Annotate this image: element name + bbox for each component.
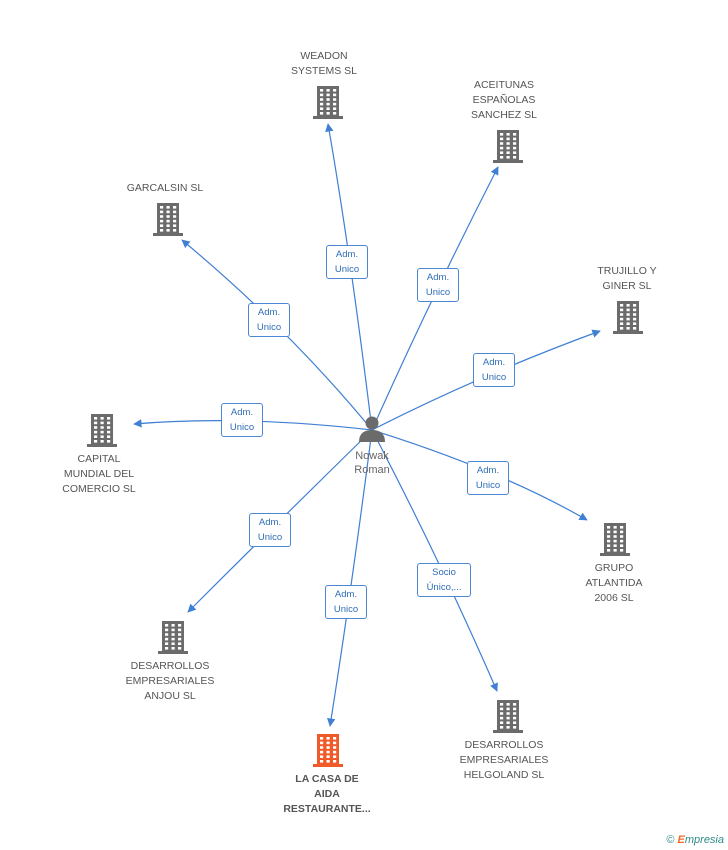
relation-label-atlantida: Adm. Unico [467, 461, 509, 495]
relation-label-weadon: Adm. Unico [326, 245, 368, 279]
relation-label-capital: Adm. Unico [221, 403, 263, 437]
brand-logo: Empresia [677, 834, 724, 846]
company-label-weadon[interactable]: WEADON SYSTEMS SL [291, 50, 357, 77]
company-label-garcalsin[interactable]: GARCALSIN SL [126, 182, 204, 194]
building-icon[interactable] [493, 700, 523, 733]
company-label-aceitunas[interactable]: ACEITUNAS ESPAÑOLAS SANCHEZ SL [471, 79, 537, 121]
relation-label-trujillo: Adm. Unico [473, 353, 515, 387]
building-icon[interactable] [600, 523, 630, 556]
building-icon[interactable] [153, 203, 183, 236]
building-icon[interactable] [87, 414, 117, 447]
footer-brand: © Empresia [666, 834, 724, 846]
edge-helgoland [371, 429, 498, 692]
building-icon[interactable] [313, 734, 343, 767]
company-label-trujillo[interactable]: TRUJILLO Y GINER SL [597, 265, 657, 292]
building-icon[interactable] [493, 130, 523, 163]
company-label-helgoland[interactable]: DESARROLLOS EMPRESARIALES HELGOLAND SL [459, 739, 549, 781]
building-icon[interactable] [313, 86, 343, 119]
relation-label-garcalsin: Adm. Unico [248, 303, 290, 337]
person-icon[interactable] [359, 416, 385, 443]
copyright-symbol: © [666, 834, 675, 846]
company-label-lacasa[interactable]: LA CASA DE AIDA RESTAURANTE... [283, 773, 371, 815]
relation-label-anjou: Adm. Unico [249, 513, 291, 547]
relation-label-aceitunas: Adm. Unico [417, 268, 459, 302]
building-icon[interactable] [158, 621, 188, 654]
relation-label-lacasa: Adm. Unico [325, 585, 367, 619]
company-label-atlantida[interactable]: GRUPO ATLANTIDA 2006 SL [585, 562, 643, 604]
center-person-label[interactable]: Nowak Roman [354, 450, 390, 476]
relation-label-helgoland: Socio Único,... [417, 563, 471, 597]
building-icon[interactable] [613, 301, 643, 334]
company-label-anjou[interactable]: DESARROLLOS EMPRESARIALES ANJOU SL [125, 660, 215, 702]
company-label-capital[interactable]: CAPITAL MUNDIAL DEL COMERCIO SL [62, 453, 136, 495]
